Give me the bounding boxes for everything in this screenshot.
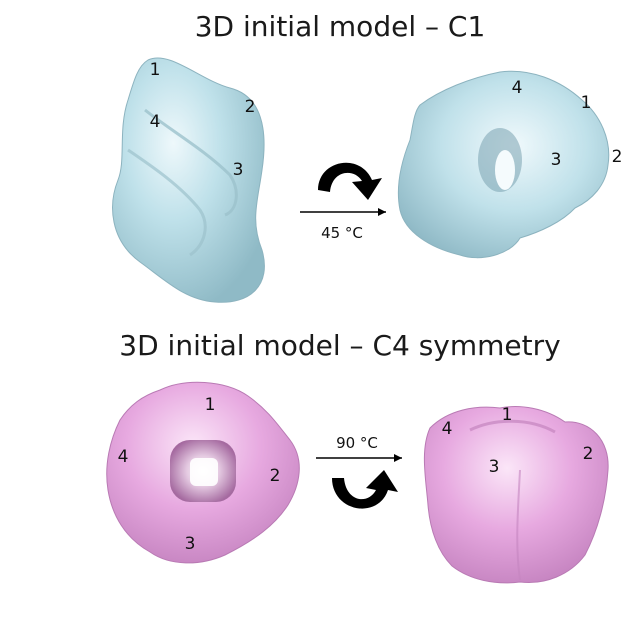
- c1-right-label-3: 3: [551, 150, 562, 170]
- right-arrow-head: [378, 208, 386, 216]
- c4-left-label-1: 1: [205, 395, 216, 415]
- c4-right-label-2: 2: [583, 444, 594, 464]
- c1-left-label-3: 3: [233, 160, 244, 180]
- c1-model-left: 1 2 3 4: [112, 57, 265, 303]
- c1-right-label-4: 4: [512, 78, 523, 98]
- c4-left-label-2: 2: [270, 466, 281, 486]
- panel-1-title: 3D initial model – C1: [195, 10, 486, 43]
- c4-right-label-4: 4: [442, 419, 453, 439]
- rotate-arrow-icon: [318, 162, 382, 200]
- c1-right-label-1: 1: [581, 93, 592, 113]
- c4-right-label-1: 1: [502, 405, 513, 425]
- c1-left-label-4: 4: [150, 112, 161, 132]
- c4-right-label-3: 3: [489, 457, 500, 477]
- c4-left-label-3: 3: [185, 534, 196, 554]
- panel-2-title: 3D initial model – C4 symmetry: [119, 329, 560, 362]
- c1-left-label-2: 2: [245, 97, 256, 117]
- c4-model-right: 1 2 3 4: [423, 405, 609, 584]
- c1-right-label-2: 2: [612, 147, 623, 167]
- c4-rotation-indicator: 90 °C: [316, 434, 402, 509]
- c4-rotation-label: 90 °C: [336, 434, 378, 452]
- c4-left-label-4: 4: [118, 447, 129, 467]
- rotate-arrow-icon: [332, 470, 398, 509]
- c1-rotation-label: 45 °C: [321, 224, 363, 242]
- c1-left-label-1: 1: [150, 60, 161, 80]
- right-arrow-head: [394, 454, 402, 462]
- c4-model-left: 1 2 3 4: [106, 381, 300, 564]
- c1-model-right: 4 1 2 3: [397, 70, 623, 259]
- c1-rotation-indicator: 45 °C: [300, 162, 386, 242]
